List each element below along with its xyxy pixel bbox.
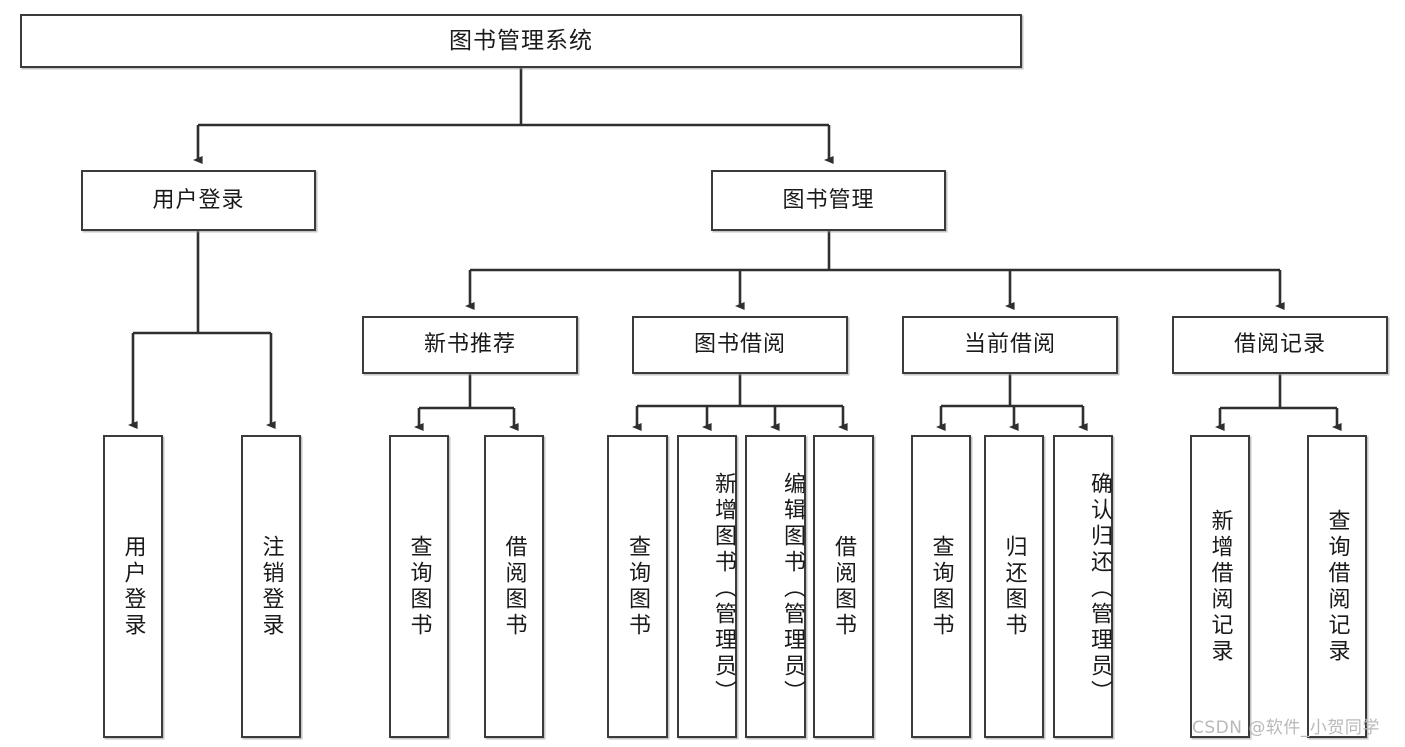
node-leaf-add-record[interactable]: 新增借阅记录 [1190,435,1250,738]
node-leaf-query-book-3[interactable]: 查询图书 [911,435,971,738]
node-book-manage[interactable]: 图书管理 [711,170,946,231]
node-leaf-query-record[interactable]: 查询借阅记录 [1307,435,1367,738]
node-leaf-add-book[interactable]: 新增图书（管理员） [677,435,737,738]
node-current-borrow[interactable]: 当前借阅 [902,316,1118,374]
node-user-login[interactable]: 用户登录 [81,170,316,231]
node-leaf-edit-book[interactable]: 编辑图书（管理员） [745,435,806,738]
node-leaf-borrow-book-1[interactable]: 借阅图书 [484,435,544,738]
node-leaf-borrow-book-2[interactable]: 借阅图书 [813,435,874,738]
node-leaf-query-book-1[interactable]: 查询图书 [389,435,449,738]
node-root-图书管理系统[interactable]: 图书管理系统 [20,14,1022,68]
node-leaf-query-book-2[interactable]: 查询图书 [607,435,668,738]
node-leaf-return-book[interactable]: 归还图书 [984,435,1044,738]
node-new-book-recommend[interactable]: 新书推荐 [362,316,578,374]
node-leaf-confirm-return[interactable]: 确认归还（管理员） [1053,435,1113,738]
node-book-borrow[interactable]: 图书借阅 [632,316,848,374]
node-leaf-user-login[interactable]: 用户登录 [103,435,163,738]
node-leaf-logout[interactable]: 注销登录 [241,435,301,738]
csdn-watermark: CSDN @软件_小贺同学 [1192,718,1380,738]
node-borrow-record[interactable]: 借阅记录 [1172,316,1388,374]
